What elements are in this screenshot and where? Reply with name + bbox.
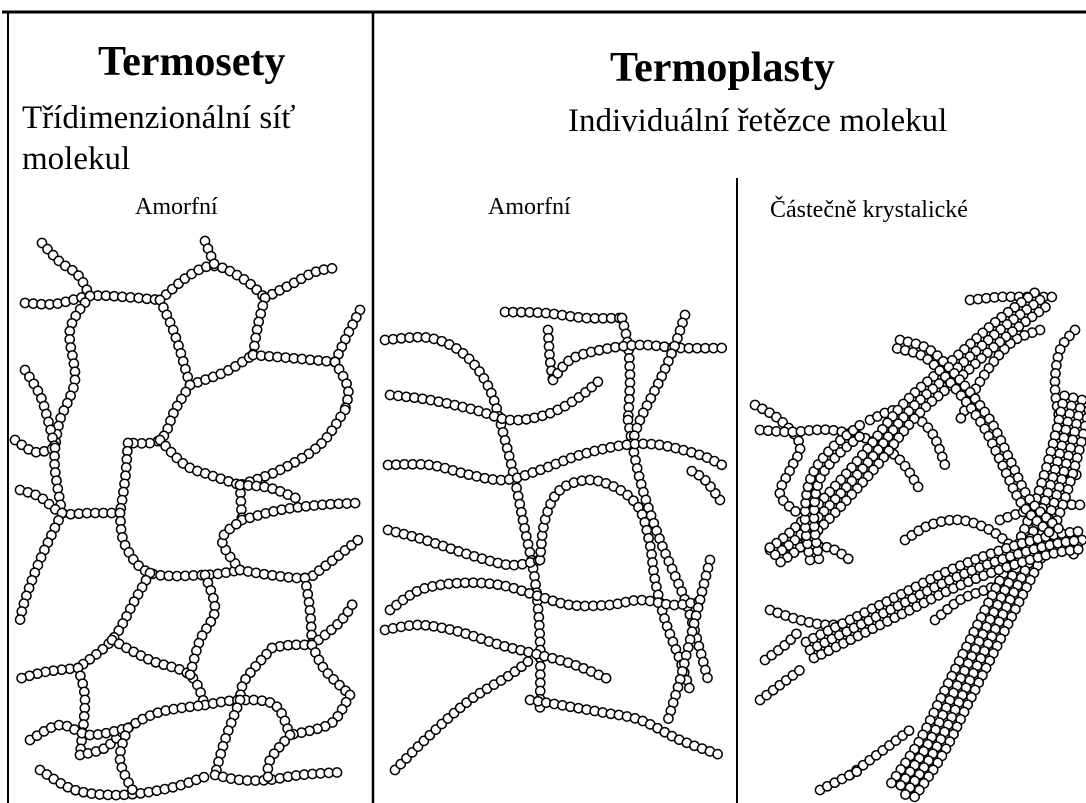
bead xyxy=(1069,536,1078,545)
thermoset-chain xyxy=(260,264,336,303)
thermoset-chain xyxy=(330,357,353,412)
amorphous-chain xyxy=(500,307,624,323)
amorphous-chain xyxy=(687,467,724,505)
bead xyxy=(593,377,602,386)
bead xyxy=(791,507,800,516)
bead xyxy=(128,785,137,794)
bead xyxy=(1075,500,1084,509)
bead xyxy=(210,259,219,268)
thermoset-chain xyxy=(155,435,241,488)
bead xyxy=(844,554,853,563)
bead xyxy=(194,701,203,710)
thermoplastics-semicrystalline-label: Částečně krystalické xyxy=(770,197,968,224)
thermoset-chain xyxy=(300,573,316,647)
bead xyxy=(901,790,910,799)
bead xyxy=(291,493,300,502)
bead xyxy=(523,657,532,666)
amorphous-chain xyxy=(380,620,610,682)
bead xyxy=(16,615,25,624)
bead xyxy=(852,767,861,776)
molecular-chains xyxy=(10,236,1086,801)
crystalline-chain xyxy=(760,629,801,664)
thermoset-chain xyxy=(186,570,220,679)
thermoset-chain xyxy=(237,499,359,525)
bead xyxy=(765,543,774,552)
bead xyxy=(199,773,208,782)
crystalline-chain xyxy=(815,767,861,795)
bead xyxy=(792,629,801,638)
bead xyxy=(664,714,673,723)
thermoset-chain xyxy=(155,295,194,389)
bead xyxy=(713,750,722,759)
bead xyxy=(351,499,360,508)
thermoplastics-subtitle: Individuální řetězce molekul xyxy=(568,103,947,140)
bead xyxy=(795,666,804,675)
thermoset-chain xyxy=(116,438,132,512)
bead xyxy=(703,673,712,682)
bead xyxy=(17,674,26,683)
bead xyxy=(602,674,611,683)
bead xyxy=(685,683,694,692)
bead xyxy=(1074,545,1083,554)
bead xyxy=(940,460,949,469)
thermoset-chain xyxy=(289,690,355,738)
amorphous-chain xyxy=(383,439,726,485)
bead xyxy=(1047,292,1056,301)
thermoset-chain xyxy=(210,768,341,785)
bead xyxy=(910,792,919,801)
bead xyxy=(263,772,272,781)
bead xyxy=(956,414,965,423)
thermosets-subtitle-line1: Třídimenzionální síť xyxy=(22,100,295,137)
thermoset-chain xyxy=(20,365,59,450)
thermoset-chain xyxy=(15,485,124,518)
thermoset-chain xyxy=(237,405,349,489)
bead xyxy=(717,343,726,352)
bead xyxy=(332,768,341,777)
crystalline-chain xyxy=(750,400,804,516)
amorphous-chain xyxy=(627,310,689,448)
bead xyxy=(896,781,905,790)
bead xyxy=(687,467,696,476)
thermoplastics-amorphous-label: Amorfní xyxy=(488,194,571,221)
thermoset-chain xyxy=(235,536,362,583)
thermoset-chain xyxy=(51,291,94,446)
thermosets-amorphous-label: Amorfní xyxy=(135,194,218,221)
bead xyxy=(353,536,362,545)
thermoset-chain xyxy=(73,663,89,753)
bead xyxy=(855,432,864,441)
bead xyxy=(914,482,923,491)
thermoplastics-title: Termoplasty xyxy=(610,44,835,92)
bead xyxy=(327,264,336,273)
thermoset-chain xyxy=(17,663,83,682)
thermoset-chain xyxy=(37,238,91,294)
thermoset-chain xyxy=(185,353,253,390)
amorphous-chain xyxy=(548,340,726,384)
bead xyxy=(855,421,864,430)
bead xyxy=(887,778,896,787)
thermoset-chain xyxy=(248,350,339,366)
amorphous-chain xyxy=(617,313,634,420)
bead xyxy=(232,520,241,529)
thermoset-chain xyxy=(200,695,292,733)
thermosets-subtitle-line2: molekul xyxy=(22,141,130,178)
amorphous-chain xyxy=(383,525,542,569)
bead xyxy=(1054,524,1063,533)
thermoset-chain xyxy=(75,701,202,759)
thermoset-chain xyxy=(307,640,350,695)
bead xyxy=(348,600,357,609)
bead xyxy=(1044,528,1053,537)
amorphous-chain xyxy=(390,657,532,775)
thermosets-title: Termosety xyxy=(98,38,285,86)
bead xyxy=(717,460,726,469)
crystalline-chain xyxy=(755,666,804,705)
thermoset-chain xyxy=(236,643,277,699)
bead xyxy=(1073,527,1082,536)
amorphous-chain xyxy=(525,695,722,758)
bead xyxy=(904,726,913,735)
bead xyxy=(186,670,195,679)
thermoset-chain xyxy=(249,293,270,358)
thermoset-chain xyxy=(16,508,67,624)
